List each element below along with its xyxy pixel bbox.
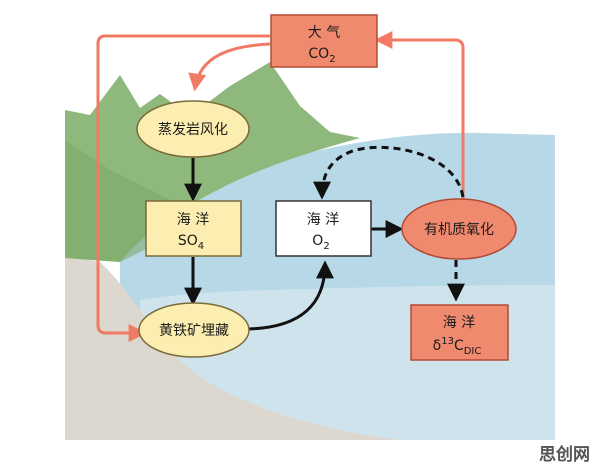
node-ocean-dic: 海 洋 δ13CDIC — [410, 304, 509, 361]
node-atmosphere-co2: 大 气 CO2 — [270, 14, 378, 68]
node-ocean-o2-line2: O2 — [312, 233, 329, 252]
node-atmosphere-line1: 大 气 — [308, 25, 340, 41]
arrow-oxidation-to-o2-dashed — [313, 145, 465, 200]
node-ocean-so4-line2: SO4 — [178, 233, 204, 252]
node-pyrite-burial: 黄铁矿埋藏 — [138, 302, 250, 358]
node-ocean-dic-line2: δ13CDIC — [433, 336, 482, 357]
node-pyrite-burial-label: 黄铁矿埋藏 — [159, 322, 229, 339]
node-organic-oxidation-label: 有机质氧化 — [424, 222, 494, 238]
arrow-atmosphere-to-weathering — [188, 42, 271, 92]
arrow-pyrite-to-o2 — [246, 260, 334, 331]
node-organic-oxidation: 有机质氧化 — [401, 198, 517, 260]
node-evaporite-weathering: 蒸发岩风化 — [136, 100, 250, 158]
node-ocean-o2-line1: 海 洋 — [307, 212, 339, 228]
arrow-oxidation-to-atmosphere — [374, 31, 465, 200]
node-evaporite-weathering-label: 蒸发岩风化 — [158, 122, 228, 138]
node-ocean-o2: 海 洋 O2 — [275, 200, 372, 257]
node-ocean-dic-line1: 海 洋 — [443, 315, 475, 331]
node-ocean-so4-line1: 海 洋 — [177, 212, 209, 228]
sediment — [65, 255, 400, 440]
watermark-text: 思创网 — [539, 444, 590, 465]
node-atmosphere-line2: CO2 — [308, 46, 335, 65]
arrow-atmosphere-to-pyrite — [96, 34, 270, 342]
node-ocean-so4: 海 洋 SO4 — [145, 200, 242, 257]
